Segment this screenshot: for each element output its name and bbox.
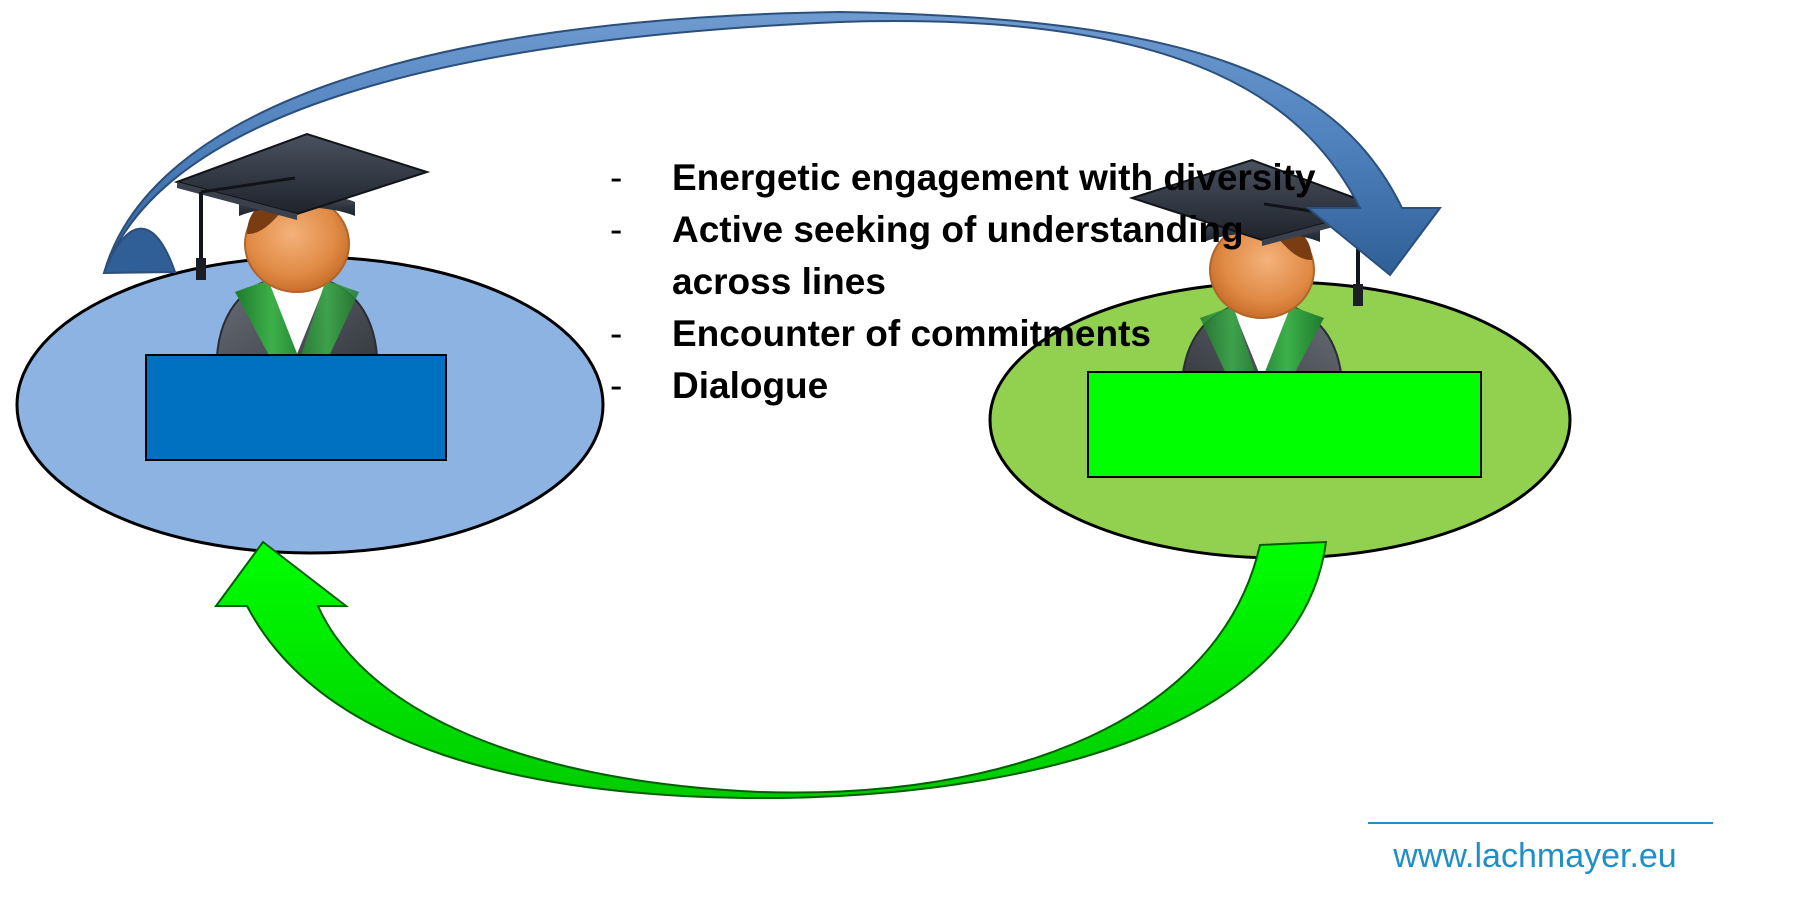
bullet-item: - Dialogue [600,360,1500,412]
bottom-arrow [214,540,1328,800]
bullet-dash: - [610,313,623,354]
bullet-dash: - [610,365,623,406]
bullet-text: Active seeking of understanding across l… [672,209,1244,302]
bullet-dash: - [610,157,623,198]
bullet-text: Dialogue [672,365,829,406]
bullet-text: Encounter of commitments [672,313,1151,354]
footer-divider [1368,822,1713,824]
left-box [145,354,447,461]
bullet-item: - Encounter of commitments [600,308,1500,360]
top-arrow [103,10,1442,277]
bullet-dash: - [610,209,623,250]
right-box [1087,371,1482,478]
bullet-item: - Active seeking of understanding across… [600,204,1500,308]
bullet-text: Energetic engagement with diversity [672,157,1316,198]
bullet-item: - Energetic engagement with diversity [600,152,1500,204]
website-url[interactable]: www.lachmayer.eu [1393,837,1677,875]
bullet-list: - Energetic engagement with diversity - … [600,152,1500,412]
